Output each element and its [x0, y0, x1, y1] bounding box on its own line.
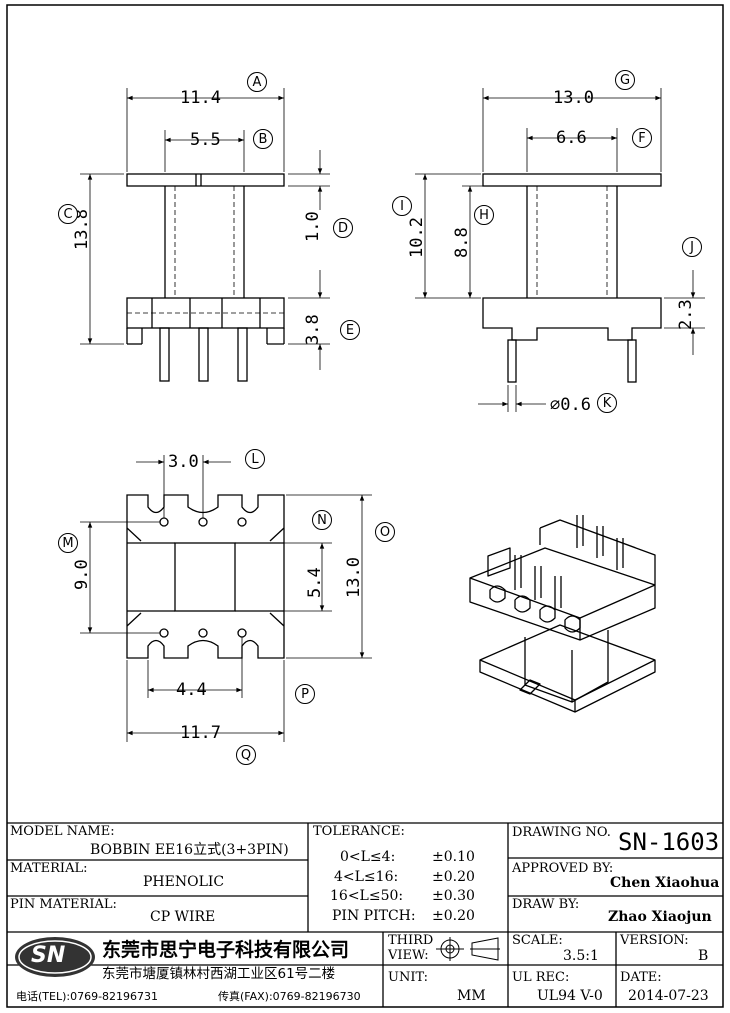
- label-l: L: [245, 449, 265, 469]
- company-address: 东莞市塘厦镇林村西湖工业区61号二楼: [102, 966, 336, 982]
- draw-by-label: DRAW BY:: [512, 897, 580, 912]
- label-o: O: [375, 522, 395, 542]
- third-view-label-2: VIEW:: [388, 948, 429, 963]
- dim-f-value: 6.6: [556, 128, 587, 148]
- material-value: PHENOLIC: [143, 874, 225, 890]
- bottom-view: [80, 455, 372, 742]
- title-block-grid: [7, 822, 723, 1007]
- third-angle-icon: [436, 937, 500, 961]
- label-h: H: [474, 205, 494, 225]
- dim-k-value: ⌀0.6: [550, 395, 591, 415]
- front-view: [80, 88, 330, 382]
- pin-material-value: CP WIRE: [150, 909, 216, 925]
- dim-p-value: 4.4: [176, 680, 207, 700]
- dim-g-value: 13.0: [553, 88, 594, 108]
- label-n: N: [312, 510, 332, 530]
- tolerance-value-0: ±0.10: [432, 849, 475, 865]
- tolerance-value-3: ±0.20: [432, 908, 475, 924]
- side-view: [415, 88, 705, 412]
- label-j: J: [682, 237, 702, 257]
- label-p: P: [295, 684, 315, 704]
- label-k: K: [597, 393, 617, 413]
- scale-value: 3.5:1: [563, 948, 599, 964]
- version-label: VERSION:: [620, 933, 689, 948]
- dim-q-value: 11.7: [180, 723, 221, 743]
- drawing-no-label: DRAWING NO.: [512, 825, 611, 840]
- unit-label: UNIT:: [388, 970, 429, 985]
- company-name: 东莞市思宁电子科技有限公司: [102, 939, 350, 961]
- dim-h-value: 8.8: [452, 227, 472, 258]
- label-c: C: [58, 204, 78, 224]
- scale-label: SCALE:: [512, 933, 563, 948]
- material-label: MATERIAL:: [10, 861, 88, 876]
- dim-o-value: 13.0: [344, 557, 364, 598]
- drawing-frame: [6, 4, 724, 1008]
- tolerance-label: TOLERANCE:: [313, 824, 405, 839]
- label-e: E: [340, 320, 360, 340]
- label-a: A: [247, 72, 267, 92]
- date-value: 2014-07-23: [628, 988, 709, 1004]
- ul-rec-label: UL REC:: [512, 970, 570, 985]
- dim-m-value: 9.0: [72, 559, 92, 590]
- label-d: D: [333, 218, 353, 238]
- dim-i-value: 10.2: [407, 217, 427, 258]
- dim-j-value: 2.3: [676, 299, 696, 330]
- draw-by-value: Zhao Xiaojun: [608, 909, 712, 925]
- ul-rec-value: UL94 V-0: [537, 988, 603, 1004]
- isometric-view: [469, 515, 656, 713]
- tolerance-range-2: 16<L≤50:: [330, 888, 404, 904]
- approved-by-value: Chen Xiaohua: [610, 875, 720, 891]
- label-q: Q: [236, 745, 256, 765]
- unit-value: MM: [457, 988, 486, 1004]
- logo-text: SN: [31, 943, 66, 968]
- label-m: M: [58, 533, 78, 553]
- dim-n-value: 5.4: [305, 567, 325, 598]
- dim-l-value: 3.0: [168, 452, 199, 472]
- dim-b-value: 5.5: [190, 130, 221, 150]
- label-i: I: [392, 196, 412, 216]
- model-name-value: BOBBIN EE16立式(3+3PIN): [90, 842, 289, 858]
- version-value: B: [698, 948, 709, 964]
- pin-material-label: PIN MATERIAL:: [10, 897, 117, 912]
- label-f: F: [632, 128, 652, 148]
- label-b: B: [253, 129, 273, 149]
- company-tel: 电话(TEL):0769-82196731: [16, 990, 159, 1003]
- dim-d-value: 1.0: [303, 211, 323, 242]
- company-fax: 传真(FAX):0769-82196730: [218, 990, 361, 1003]
- approved-by-label: APPROVED BY:: [512, 861, 614, 876]
- tolerance-range-0: 0<L≤4:: [340, 849, 396, 865]
- sn-logo: [15, 937, 95, 977]
- date-label: DATE:: [620, 970, 662, 985]
- tolerance-range-1: 4<L≤16:: [334, 869, 399, 885]
- dim-e-value: 3.8: [303, 314, 323, 345]
- model-name-label: MODEL NAME:: [10, 824, 115, 839]
- label-g: G: [615, 70, 635, 90]
- tolerance-range-3: PIN PITCH:: [332, 908, 416, 924]
- tolerance-value-1: ±0.20: [432, 869, 475, 885]
- tolerance-value-2: ±0.30: [432, 888, 475, 904]
- dim-a-value: 11.4: [180, 88, 221, 108]
- third-view-label-1: THIRD: [388, 933, 434, 948]
- drawing-no-value: SN-1603: [618, 828, 720, 856]
